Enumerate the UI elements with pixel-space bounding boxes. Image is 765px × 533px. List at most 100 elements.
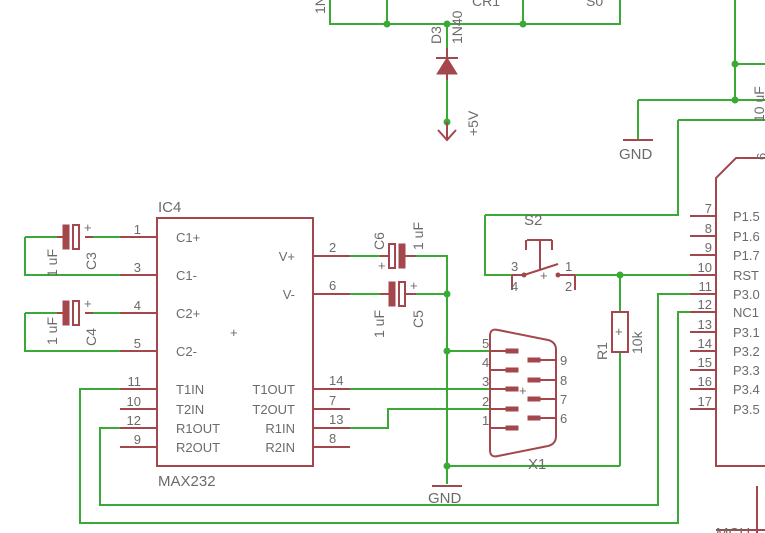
mcu-pin-labels: 7P1.58P1.69P1.710RST11P3.012NC113P3.114P… bbox=[698, 201, 760, 417]
ic4-pin-number: 2 bbox=[329, 240, 336, 255]
ic4-pin-name: T1IN bbox=[176, 382, 204, 397]
s2-pin-3: 3 bbox=[511, 259, 518, 274]
c6-value: 1 uF bbox=[410, 222, 426, 250]
s2-pin-2: 2 bbox=[565, 279, 572, 294]
s2-pin-4: 4 bbox=[511, 279, 518, 294]
vcc-symbol: +5V bbox=[437, 110, 481, 142]
c5-value: 1 uF bbox=[371, 310, 387, 338]
ic4-pin-name: C1+ bbox=[176, 230, 200, 245]
mcu-pin-name: P3.2 bbox=[733, 344, 760, 359]
c4-ref: C4 bbox=[83, 328, 99, 346]
mcu-pin-number: 7 bbox=[705, 201, 712, 216]
top-partial-right-label: S0 bbox=[586, 0, 603, 9]
switch-s2: S2 + 3 1 4 2 bbox=[511, 212, 576, 294]
connector-x1: + X1 bbox=[489, 328, 557, 473]
c3-ref: C3 bbox=[83, 252, 99, 270]
gnd-bottom-label: GND bbox=[428, 490, 462, 507]
svg-text:+: + bbox=[615, 324, 623, 339]
ic4-pin-name: V+ bbox=[279, 249, 295, 264]
mcu-pin-number: 9 bbox=[705, 240, 712, 255]
x1-pin-number: 1 bbox=[482, 413, 489, 428]
svg-text:+: + bbox=[84, 220, 92, 235]
ic4-left-pins: 1C1+3C1-4C2+5C2-11T1IN10T2IN12R1OUT9R2OU… bbox=[127, 222, 221, 455]
ic4-pin-name: V- bbox=[283, 287, 295, 302]
mcu-pin-name: P3.4 bbox=[733, 382, 760, 397]
ic4-pin-name: C2- bbox=[176, 344, 197, 359]
junctions bbox=[383, 20, 739, 470]
ic4-pin-name: R2OUT bbox=[176, 440, 220, 455]
ic4-max232: IC4 MAX232 + bbox=[120, 199, 350, 490]
mcu-pin-number: 10 bbox=[698, 260, 712, 275]
c5-ref: C5 bbox=[410, 310, 426, 328]
r1-ref: R1 bbox=[594, 342, 610, 360]
mcu-pin-number: 8 bbox=[705, 221, 712, 236]
mcu-pin-number: 14 bbox=[698, 336, 712, 351]
ic4-pin-number: 6 bbox=[329, 278, 336, 293]
ic4-pin-name: R1IN bbox=[265, 421, 295, 436]
c3-value: 1 uF bbox=[44, 249, 60, 277]
ic4-pin-number: 3 bbox=[134, 260, 141, 275]
mcu-pin-number: 11 bbox=[699, 279, 713, 294]
ic4-pin-name: R1OUT bbox=[176, 421, 220, 436]
svg-text:+: + bbox=[540, 268, 548, 283]
ic4-pin-number: 12 bbox=[127, 413, 141, 428]
c4-value: 1 uF bbox=[44, 317, 60, 345]
diode-d3: D3 1N40 bbox=[428, 10, 465, 80]
ic4-pin-number: 9 bbox=[134, 432, 141, 447]
svg-text:+: + bbox=[230, 325, 238, 340]
d3-value: 1N40 bbox=[449, 10, 465, 44]
ic4-pin-name: T1OUT bbox=[252, 382, 295, 397]
gnd-top-symbol: GND bbox=[619, 139, 653, 163]
svg-text:+: + bbox=[84, 296, 92, 311]
mcu-pin-name: P1.6 bbox=[733, 229, 760, 244]
ic4-pin-name: T2OUT bbox=[252, 402, 295, 417]
ic4-value: MAX232 bbox=[158, 473, 216, 490]
mcu-pin-name: P3.5 bbox=[733, 402, 760, 417]
ic4-pin-number: 13 bbox=[329, 412, 343, 427]
x1-left-pin-numbers: 5 4 3 2 1 bbox=[482, 336, 489, 428]
svg-text:+: + bbox=[378, 258, 386, 273]
mcu-pin-name: NC1 bbox=[733, 305, 759, 320]
ic4-pin-number: 8 bbox=[329, 431, 336, 446]
top-partial-left-label: 1N bbox=[312, 0, 328, 14]
x1-ref: X1 bbox=[528, 456, 546, 473]
top-partial-cap-label: 10 uF bbox=[751, 86, 765, 122]
mcu-pin-name: P1.7 bbox=[733, 248, 760, 263]
x1-pin-number: 4 bbox=[482, 355, 489, 370]
ic4-pin-name: C2+ bbox=[176, 306, 200, 321]
svg-text:+: + bbox=[519, 383, 527, 398]
x1-pin-number: 7 bbox=[560, 392, 567, 407]
wires bbox=[24, 0, 765, 524]
cap-c4: + 1 uF C4 bbox=[44, 296, 99, 346]
cap-c3: + 1 uF C3 bbox=[44, 220, 99, 277]
mcu-pin-number: 17 bbox=[698, 394, 712, 409]
mcu-label: MCU bbox=[716, 525, 750, 533]
c6-ref: C6 bbox=[371, 232, 387, 250]
s2-ref: S2 bbox=[524, 212, 542, 229]
mcu-pin-name: P1.5 bbox=[733, 209, 760, 224]
x1-pin-number: 6 bbox=[560, 411, 567, 426]
x1-pin-number: 5 bbox=[482, 336, 489, 351]
gnd-top-label: GND bbox=[619, 146, 653, 163]
ic4-pin-name: C1- bbox=[176, 268, 197, 283]
mcu-pin-number: 16 bbox=[698, 374, 712, 389]
ic4-pin-number: 7 bbox=[329, 393, 336, 408]
gnd-bottom-symbol: GND bbox=[428, 485, 462, 507]
mcu-top-pin: 6 bbox=[754, 153, 765, 160]
ic4-pin-number: 10 bbox=[127, 394, 141, 409]
ic4-pin-number: 5 bbox=[134, 336, 141, 351]
cap-c6: + C6 1 uF bbox=[371, 222, 426, 273]
ic4-pin-number: 11 bbox=[128, 374, 142, 389]
mcu-pin-name: RST bbox=[733, 268, 759, 283]
ic4-pin-number: 14 bbox=[329, 373, 343, 388]
ic4-pin-number: 1 bbox=[134, 222, 141, 237]
s2-pin-1: 1 bbox=[565, 259, 572, 274]
x1-pin-number: 3 bbox=[482, 374, 489, 389]
x1-pin-number: 2 bbox=[482, 394, 489, 409]
resistor-r1: + R1 10k bbox=[594, 311, 645, 360]
vcc-label: +5V bbox=[465, 110, 481, 136]
top-partial-mid-label: CR1 bbox=[472, 0, 500, 9]
mcu-pin-number: 15 bbox=[698, 355, 712, 370]
